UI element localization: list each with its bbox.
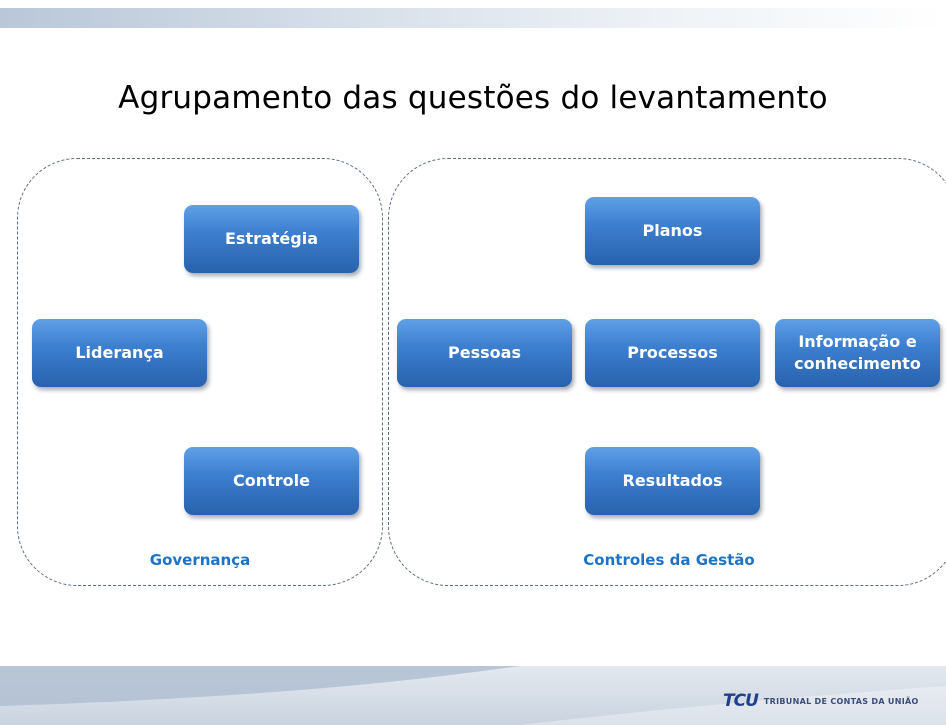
top-decorative-band bbox=[0, 8, 946, 28]
bottom-swoosh-shape bbox=[0, 666, 946, 725]
governanca-group: Governança bbox=[17, 158, 383, 586]
governanca-label: Governança bbox=[149, 551, 251, 569]
resultados-node: Resultados bbox=[585, 447, 760, 515]
pessoas-node: Pessoas bbox=[397, 319, 572, 387]
planos-node: Planos bbox=[585, 197, 760, 265]
processos-node: Processos bbox=[585, 319, 760, 387]
estrategia-node: Estratégia bbox=[184, 205, 359, 273]
tcu-logo-text: TRIBUNAL DE CONTAS DA UNIÃO bbox=[763, 696, 919, 706]
controles-gestao-group: Controles da Gestão bbox=[388, 158, 946, 586]
slide-title: Agrupamento das questões do levantamento bbox=[118, 80, 828, 116]
informacao-conhecimento-node: Informação e conhecimento bbox=[775, 319, 940, 387]
controles-gestao-label: Controles da Gestão bbox=[583, 551, 755, 569]
controle-node: Controle bbox=[184, 447, 359, 515]
lideranca-node: Liderança bbox=[32, 319, 207, 387]
tcu-logo-mark: TCU bbox=[723, 691, 759, 711]
tcu-logo: TCU TRIBUNAL DE CONTAS DA UNIÃO bbox=[723, 691, 919, 711]
